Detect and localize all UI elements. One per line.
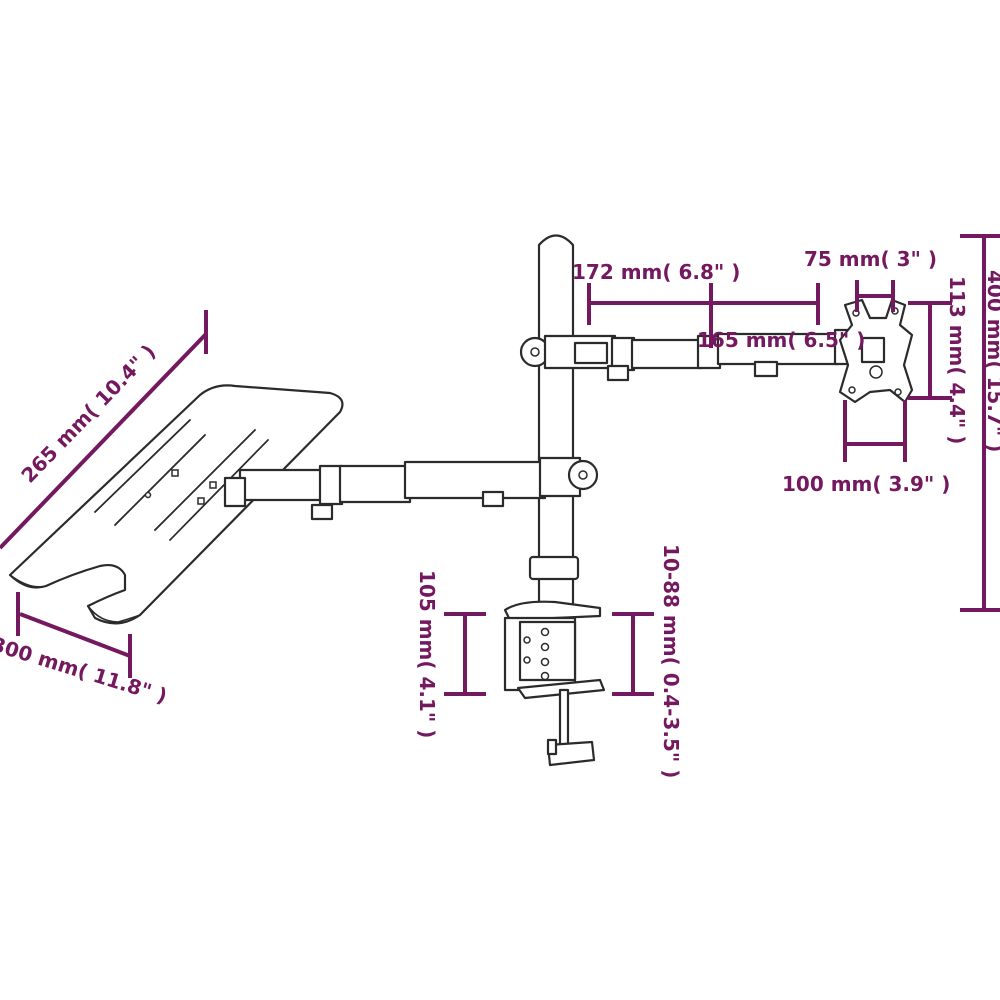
upper-arm-segment-1 xyxy=(630,338,704,370)
lower-arm xyxy=(223,456,599,521)
upper-arm-band xyxy=(573,341,609,365)
tray-hole xyxy=(144,491,152,499)
dimension-lines xyxy=(0,234,1000,696)
tray-hole xyxy=(171,469,179,477)
tray-hole xyxy=(209,481,217,489)
label-clamp-height: 105 mm( 4.1" ) xyxy=(415,570,439,738)
pole xyxy=(528,234,580,614)
cable-clip xyxy=(481,490,505,508)
cable-clip xyxy=(606,364,630,382)
tray-hole xyxy=(197,497,205,505)
label-pole-height: 400 mm( 15.7" ) xyxy=(983,270,1000,452)
cable-clip xyxy=(310,503,334,521)
desk-clamp xyxy=(503,600,606,767)
label-vesa-top: 75 mm( 3" ) xyxy=(804,247,937,271)
dim-line-tray-width xyxy=(19,612,131,658)
vesa-plate xyxy=(838,298,914,404)
label-arm-upper: 172 mm( 6.8" ) xyxy=(572,260,740,284)
lower-arm-segment-3 xyxy=(403,460,547,500)
clamp-screw xyxy=(558,688,570,747)
label-tray-width: 300 mm( 11.8" ) xyxy=(0,632,170,708)
product-drawing xyxy=(8,234,914,767)
tray-bracket xyxy=(223,476,247,508)
lower-arm-joint xyxy=(318,464,344,506)
clamp-top-plate xyxy=(503,600,602,622)
label-vesa-bottom: 100 mm( 3.9" ) xyxy=(782,472,950,496)
label-arm-lower: 165 mm( 6.5" ) xyxy=(697,328,865,352)
lower-arm-segment-2 xyxy=(338,464,412,504)
label-clamp-range: 10-88 mm( 0.4-3.5" ) xyxy=(659,544,683,778)
cable-clip xyxy=(753,360,779,378)
label-vesa-height: 113 mm( 4.4" ) xyxy=(945,276,969,444)
tray-front-lip xyxy=(9,574,141,623)
tray-plate xyxy=(8,384,344,625)
clamp-handle xyxy=(546,740,596,767)
pole-body xyxy=(537,234,575,614)
laptop-tray xyxy=(8,384,344,625)
dim-line-tray-length xyxy=(0,332,208,550)
vesa-hub xyxy=(860,336,886,364)
pole-collar xyxy=(528,555,580,581)
